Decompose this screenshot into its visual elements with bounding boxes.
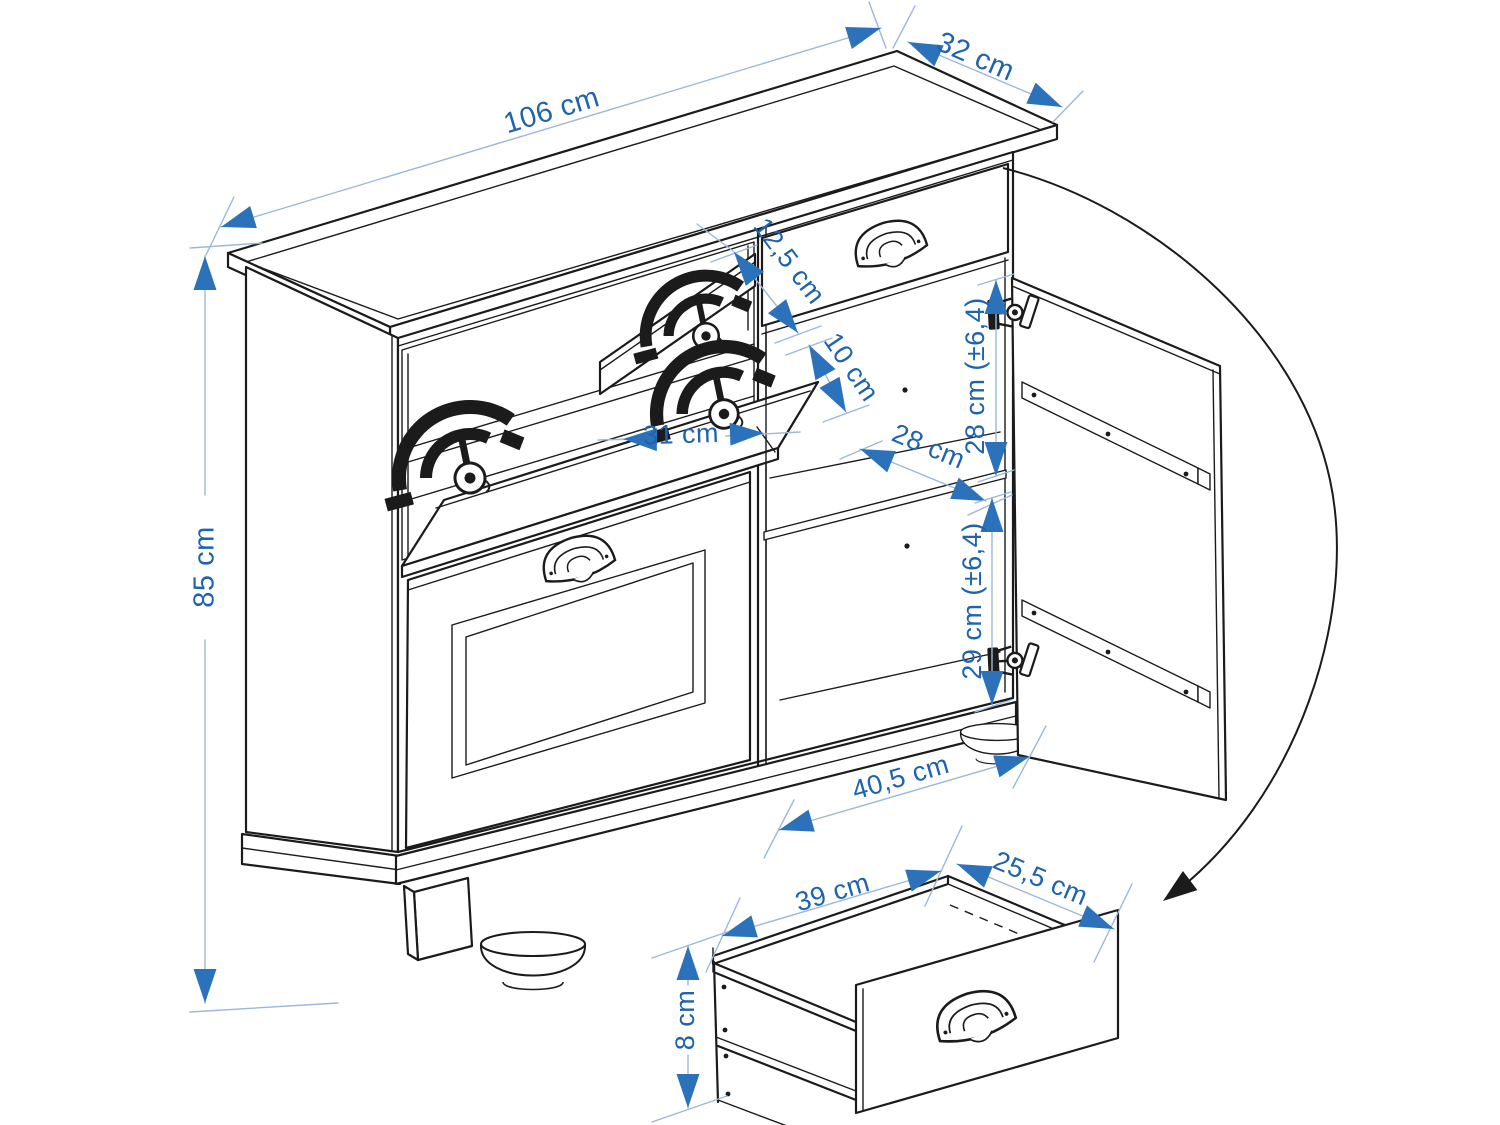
door-shoe-rail-lower — [1021, 599, 1211, 709]
open-flip-flap — [400, 380, 820, 579]
dim-total-height: 85 cm — [189, 242, 339, 1013]
dim-lower-compartment-height: 29 cm (±6,4) — [957, 491, 1012, 713]
dim-label-drawer-side-height: 8 cm — [670, 990, 700, 1051]
dim-label-lower-compartment-height: 29 cm (±6,4) — [957, 522, 987, 679]
dim-drawer-side-height: 8 cm — [651, 931, 728, 1123]
closed-flip-door — [404, 470, 752, 850]
dim-label-total-width: 106 cm — [500, 81, 603, 140]
top-drawer-front — [760, 162, 1010, 335]
open-compartment-interior — [763, 257, 1007, 761]
block-foot — [402, 876, 474, 962]
door-shoe-rail-upper — [1021, 381, 1211, 491]
shelf-pin-hole — [902, 387, 908, 393]
dim-upper-compartment-height: 28 cm (±6,4) — [960, 273, 1015, 483]
door-swing-arc — [1002, 167, 1338, 901]
swing-arrow-icon — [1163, 870, 1198, 901]
shelf-pin-hole — [904, 543, 910, 549]
drawer-detail — [711, 874, 1120, 1125]
dim-label-upper-compartment-height: 28 cm (±6,4) — [960, 297, 990, 454]
dim-label-total-height: 85 cm — [189, 526, 221, 607]
open-side-door — [985, 276, 1228, 802]
dim-flap-inner-width: 31 cm — [597, 418, 801, 452]
cabinet-top-panel — [226, 49, 1059, 343]
dim-label-drawer-inner-depth: 25,5 cm — [989, 845, 1092, 911]
plinth-base — [240, 700, 1018, 886]
cabinet-left-side-panel — [244, 265, 400, 854]
dim-label-flap-inner-width: 31 cm — [642, 418, 719, 451]
bun-foot-left — [479, 931, 587, 991]
